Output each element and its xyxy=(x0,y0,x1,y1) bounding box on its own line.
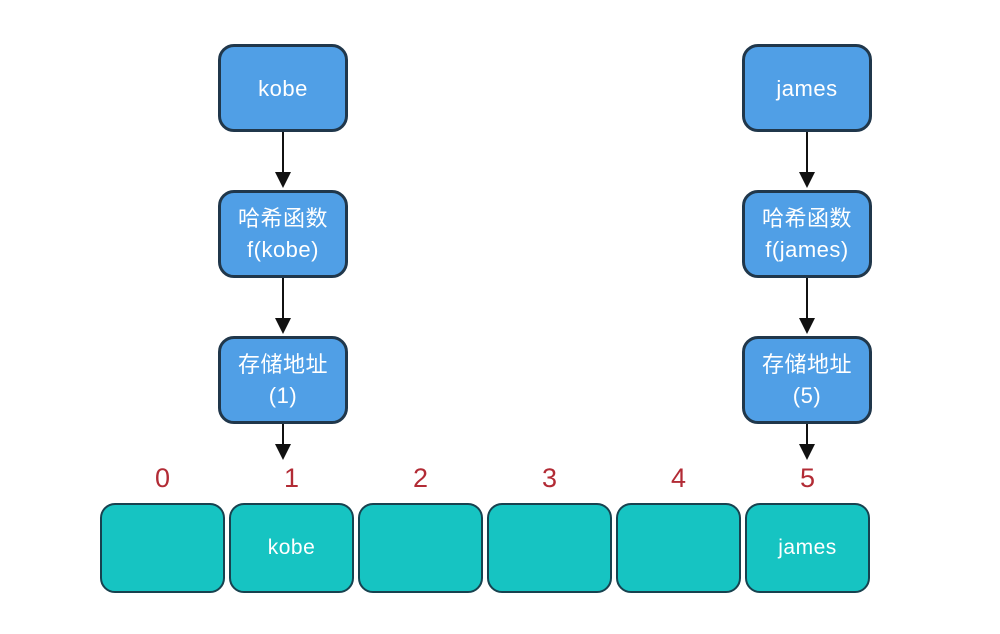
hash-function-label: 哈希函数 xyxy=(761,206,852,231)
storage-address-node-james: 存储地址 (5) xyxy=(742,336,872,424)
array-cell-4 xyxy=(616,503,741,593)
hash-function-expression: f(james) xyxy=(765,237,849,262)
arrow-head-icon xyxy=(799,444,815,460)
down-arrow-hash-to-address-kobe xyxy=(274,278,292,334)
array-index-2: 2 xyxy=(412,462,429,493)
array-index-5: 5 xyxy=(799,462,816,493)
down-arrow-address-to-array-kobe xyxy=(274,424,292,460)
arrow-line xyxy=(282,132,284,172)
storage-address-node-kobe: 存储地址 (1) xyxy=(218,336,348,424)
key-node-kobe-label: kobe xyxy=(258,75,308,101)
down-arrow-james-to-hash xyxy=(798,132,816,188)
array-index-1: 1 xyxy=(283,462,300,493)
key-node-kobe: kobe xyxy=(218,44,348,132)
arrow-head-icon xyxy=(275,318,291,334)
key-node-james-label: james xyxy=(776,75,838,101)
storage-address-label: 存储地址 xyxy=(237,352,328,377)
hash-function-node-kobe: 哈希函数 f(kobe) xyxy=(218,190,348,278)
down-arrow-hash-to-address-james xyxy=(798,278,816,334)
hash-function-label: 哈希函数 xyxy=(237,206,328,231)
arrow-line xyxy=(806,278,808,318)
down-arrow-kobe-to-hash xyxy=(274,132,292,188)
down-arrow-address-to-array-james xyxy=(798,424,816,460)
hash-function-node-james: 哈希函数 f(james) xyxy=(742,190,872,278)
array-index-3: 3 xyxy=(541,462,558,493)
array-cell-3 xyxy=(487,503,612,593)
arrow-head-icon xyxy=(275,444,291,460)
storage-address-value: (5) xyxy=(792,383,822,408)
arrow-line xyxy=(806,424,808,444)
hash-function-expression: f(kobe) xyxy=(247,237,319,262)
array-index-row: 0 1 2 3 4 5 xyxy=(100,460,870,496)
array-index-0: 0 xyxy=(154,462,171,493)
arrow-head-icon xyxy=(275,172,291,188)
array-cell-0 xyxy=(100,503,225,593)
array-cell-5: james xyxy=(745,503,870,593)
array-cell-2 xyxy=(358,503,483,593)
storage-address-label: 存储地址 xyxy=(761,352,852,377)
key-node-james: james xyxy=(742,44,872,132)
storage-address-value: (1) xyxy=(268,383,298,408)
arrow-head-icon xyxy=(799,318,815,334)
array-index-4: 4 xyxy=(670,462,687,493)
arrow-head-icon xyxy=(799,172,815,188)
array-cell-row: kobe james xyxy=(100,503,870,593)
array-cell-1: kobe xyxy=(229,503,354,593)
arrow-line xyxy=(282,278,284,318)
arrow-line xyxy=(806,132,808,172)
arrow-line xyxy=(282,424,284,444)
